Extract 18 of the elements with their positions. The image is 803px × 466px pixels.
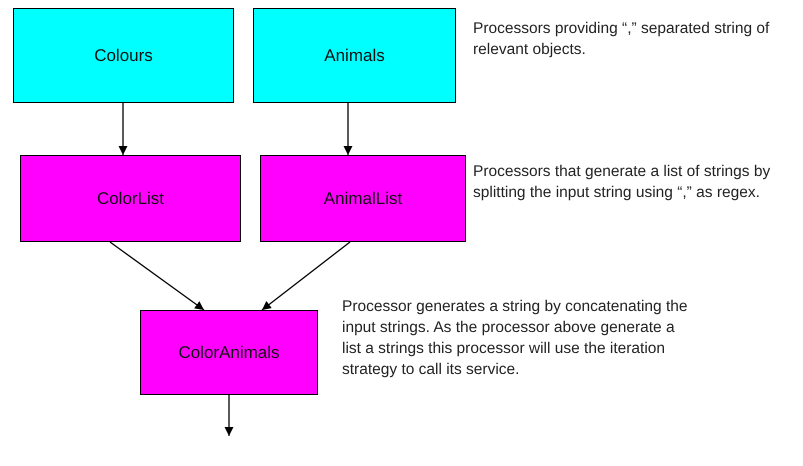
arrow [344, 103, 352, 155]
box-label: ColorAnimals [178, 342, 280, 362]
box-label: ColorList [96, 188, 164, 208]
note-text: Processor generates a string by concatenating the input strings. As the processor above generate a list a strings this processor will use the iteration strategy to call its service. [342, 297, 689, 380]
process-box [253, 8, 456, 103]
box-label: AnimalList [324, 188, 402, 208]
process-box [260, 155, 466, 242]
arrow [262, 241, 350, 311]
arrow [224, 395, 234, 436]
box-label: Animals [324, 46, 385, 66]
process-box [20, 155, 241, 242]
arrow [110, 241, 204, 311]
note-text: Processors that generate a list of strings by splitting the input string using “,” as regex. [473, 162, 772, 203]
box-label: Colours [94, 46, 153, 66]
process-box [140, 310, 318, 395]
process-box [13, 8, 234, 103]
arrow [118, 103, 128, 155]
note-text: Processors providing “,” separated string of relevant objects. [473, 19, 770, 60]
